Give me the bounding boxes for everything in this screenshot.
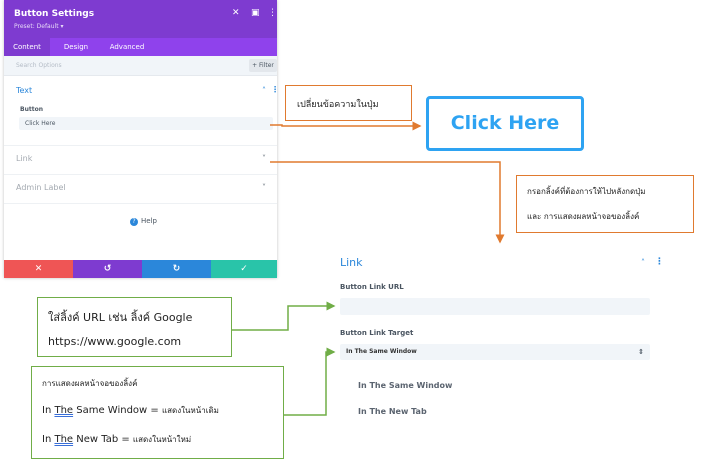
divider xyxy=(4,203,277,204)
link-target-option-same-window[interactable]: In The Same Window xyxy=(358,381,453,390)
button-text-input[interactable]: Click Here xyxy=(19,117,273,130)
callout-new-tab-meaning: แสดงในหน้าใหม่ xyxy=(132,435,192,444)
callout-change-text-label: เปลี่ยนข้อความในปุ่ม xyxy=(297,100,379,110)
callout-new-tab-the: The xyxy=(54,434,74,445)
chevron-up-icon[interactable]: ˄ xyxy=(641,258,645,267)
section-link-toggle[interactable]: Link xyxy=(16,154,33,163)
callout-same-window-meaning: แสดงในหน้าเดิม xyxy=(161,406,219,415)
button-link-target-label: Button Link Target xyxy=(340,329,414,337)
arrow-target-hint xyxy=(284,347,336,416)
arrow-url-hint xyxy=(232,301,336,331)
callout-new-tab-line: In The New Tab = แสดงในหน้าใหม่ xyxy=(42,433,191,446)
callout-change-text: เปลี่ยนข้อความในปุ่ม xyxy=(285,85,412,121)
callout-link-info-line2: และ การแสดงผลหน้าจอของลิ้งค์ xyxy=(527,212,640,221)
callout-same-window-prefix: In xyxy=(42,405,55,416)
callout-new-tab-rest: New Tab = xyxy=(73,434,133,445)
redo-button[interactable]: ↻ xyxy=(142,260,211,278)
close-icon[interactable]: ✕ xyxy=(232,8,240,18)
callout-target-title: การแสดงผลหน้าจอของลิ้งค์ xyxy=(42,379,138,388)
panel-title: Button Settings xyxy=(14,9,95,19)
undo-button[interactable]: ↺ xyxy=(73,260,142,278)
callout-target-hint: การแสดงผลหน้าจอของลิ้งค์ In The Same Win… xyxy=(31,366,284,459)
search-row: Search Options + Filter xyxy=(4,56,277,76)
preview-click-here-button[interactable]: Click Here xyxy=(426,96,584,151)
arrow-text-to-preview xyxy=(270,121,422,131)
tab-design[interactable]: Design xyxy=(63,43,89,51)
button-link-target-select[interactable]: In The Same Window ⇕ xyxy=(340,344,650,360)
chevron-down-icon[interactable]: ˅ xyxy=(262,183,266,192)
callout-link-info-line1: กรอกลิ้งค์ที่ต้องการให้ไปหลังกดปุ่ม xyxy=(527,187,646,196)
callout-same-window-the: The xyxy=(54,405,74,416)
link-target-selected: In The Same Window xyxy=(346,348,417,355)
help-icon: ? xyxy=(130,218,138,226)
panel-tabs: Content Design Advanced xyxy=(4,38,277,56)
button-link-url-label: Button Link URL xyxy=(340,283,404,291)
search-options-input[interactable]: Search Options xyxy=(16,62,62,69)
arrow-link-to-callout xyxy=(270,161,505,244)
link-section-title[interactable]: Link xyxy=(340,256,363,269)
divider xyxy=(4,145,277,146)
help-label: Help xyxy=(141,217,157,225)
window-toggle-icon[interactable]: ▣ xyxy=(251,8,260,18)
divider xyxy=(4,174,277,175)
callout-new-tab-prefix: In xyxy=(42,434,55,445)
action-bar: ✕ ↺ ↻ ✓ xyxy=(4,260,277,278)
callout-same-window-rest: Same Window = xyxy=(73,405,162,416)
button-settings-panel: Button Settings Preset: Default ▾ ✕ ▣ ⋮ … xyxy=(4,0,279,278)
callout-same-window-line: In The Same Window = แสดงในหน้าเดิม xyxy=(42,404,219,417)
section-text-toggle[interactable]: Text xyxy=(16,86,33,95)
button-link-url-input[interactable] xyxy=(340,298,650,315)
preset-selector[interactable]: Preset: Default ▾ xyxy=(14,23,64,30)
help-link[interactable]: ?Help xyxy=(130,217,157,226)
cancel-button[interactable]: ✕ xyxy=(4,260,73,278)
save-button[interactable]: ✓ xyxy=(211,260,277,278)
link-target-option-new-tab[interactable]: In The New Tab xyxy=(358,407,427,416)
more-options-icon[interactable]: ⋮ xyxy=(268,8,277,18)
panel-header: Button Settings Preset: Default ▾ ✕ ▣ ⋮ … xyxy=(4,0,277,56)
callout-link-info: กรอกลิ้งค์ที่ต้องการให้ไปหลังกดปุ่ม และ … xyxy=(516,175,694,233)
chevron-down-icon[interactable]: ˅ xyxy=(262,154,266,163)
chevron-up-icon[interactable]: ˄ xyxy=(262,86,266,95)
filter-button[interactable]: + Filter xyxy=(249,59,277,72)
callout-url-hint: ใส่ลิ้งค์ URL เช่น ลิ้งค์ Google https:/… xyxy=(37,297,232,357)
callout-url-hint-line1: ใส่ลิ้งค์ URL เช่น ลิ้งค์ Google xyxy=(48,311,193,324)
link-more-icon[interactable]: ⋮ xyxy=(655,257,664,267)
section-admin-label-toggle[interactable]: Admin Label xyxy=(16,183,66,192)
callout-url-hint-line2: https://www.google.com xyxy=(48,335,182,348)
select-arrows-icon: ⇕ xyxy=(638,348,644,356)
tab-content[interactable]: Content xyxy=(4,38,50,56)
tab-advanced[interactable]: Advanced xyxy=(109,43,145,51)
section-more-icon[interactable]: ⋮ xyxy=(271,85,279,94)
button-field-label: Button xyxy=(20,106,43,113)
